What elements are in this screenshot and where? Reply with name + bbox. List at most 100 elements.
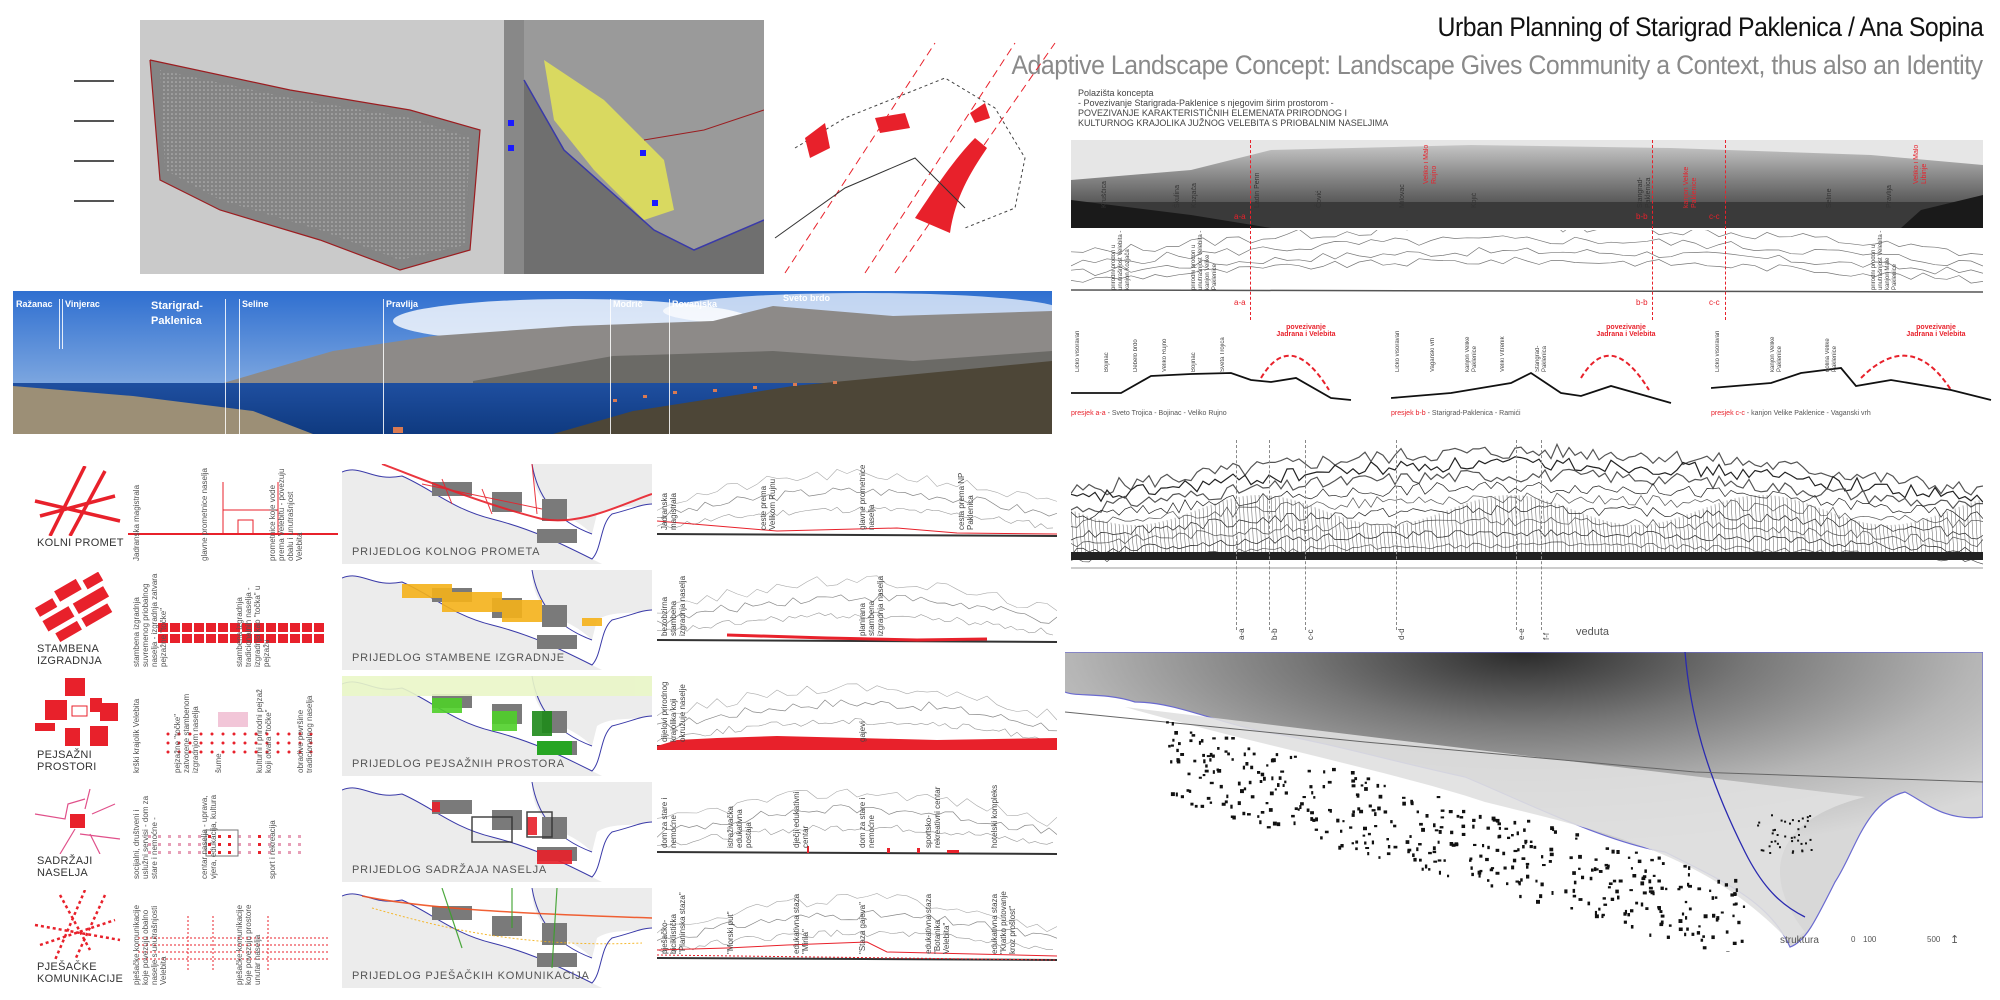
proposal-map-caption: PRIJEDLOG PEJSAŽNIH PROSTORA: [352, 758, 565, 770]
bw-panorama-label: Seline: [1826, 188, 1833, 208]
panorama-marker: [239, 299, 240, 434]
section-line: [1725, 140, 1726, 320]
diagram-note: kulturni i prirodni pejzaž koji otvara "…: [255, 688, 273, 773]
diagram-note: pješačke komunikacije koje povezuju pros…: [235, 904, 262, 986]
theme-sketch: [657, 468, 1057, 537]
profile-peak-label: Vaganski vrh: [1430, 337, 1436, 372]
panorama-label: Vinjerac: [65, 299, 100, 309]
profile-peak-label: kanjon Velike Paklenice: [1465, 336, 1478, 372]
panorama-label: Sveto brdo: [783, 293, 831, 303]
satellite-map-municipality: [70, 20, 504, 274]
theme-row: SADRŽAJI NASELJA socijalni, društveni i …: [0, 780, 1060, 884]
scale-100: 100: [1863, 935, 1877, 944]
mountain-line-sketch: prirodni prodori u unutrašnjost Velebita…: [1071, 230, 1983, 293]
profile-note: povezivanje Jadrana i Velebita: [1906, 324, 1966, 338]
panorama-marker: [383, 299, 384, 434]
profile-peak-label: Ličko visoravan: [1395, 330, 1401, 372]
profile-note: povezivanje Jadrana i Velebita: [1596, 324, 1656, 338]
sketch-note: gajevi: [858, 721, 867, 742]
sketch-note: istraživačka edukativna postaja: [726, 806, 753, 848]
proposal-map-caption: PRIJEDLOG STAMBENE IZGRADNJE: [352, 652, 565, 664]
velebit-veduta-drawing: [1071, 440, 1983, 605]
section-marker: c-c: [1709, 212, 1720, 221]
concept-intro: Polazišta koncepta - Povezivanje Starigr…: [1078, 88, 1388, 128]
bw-panorama-label: Kozjača: [1191, 183, 1198, 208]
terrain-profiles: povezivanje Jadrana i Velebita Ličko vis…: [1071, 318, 1992, 423]
bw-panorama-label: Veliko i Malo Rujno: [1423, 144, 1438, 184]
section-marker: b-b: [1636, 298, 1648, 307]
panorama-marker: [59, 299, 60, 349]
veduta-line: [1269, 440, 1270, 630]
proposal-map: PRIJEDLOG KOLNOG PROMETA: [342, 464, 652, 564]
sketch-note: edukativna staza "Mirila": [792, 893, 810, 954]
poster-subtitle: Adaptive Landscape Concept: Landscape Gi…: [1011, 50, 1984, 80]
theme-row: PJEŠAČKE KOMUNIKACIJE pješačke komunikac…: [0, 886, 1060, 990]
bw-panorama-label: Starigrad-Paklenica: [1637, 177, 1652, 208]
profile-caption: - Starigrad-Paklenica - Ramići: [1425, 410, 1521, 417]
theme-sketch: [657, 788, 1057, 855]
sketch-note: dom za stare i nemoćne: [858, 797, 876, 848]
north-arrow-icon: ↥: [1950, 934, 1960, 946]
sketch-note: edukativna staza "Botanika Velebita": [924, 893, 951, 954]
theme-label: KOLNI PROMET: [37, 537, 124, 549]
theme-diagram: [128, 482, 338, 535]
intro-line: KULTURNOG KRAJOLIKA JUŽNOG VELEBITA S PR…: [1078, 118, 1389, 128]
panorama-label: Seline: [242, 299, 269, 309]
veduta-marker: c-c: [1306, 629, 1315, 640]
profile-peak-label: Starigrad-Paklenica: [1535, 345, 1548, 372]
diagram-note: stambena izgradnja suvremenog priobalnog…: [132, 573, 168, 667]
diagram-note: Jadranska magistrala: [132, 484, 141, 561]
veduta-marker: f-f: [1542, 632, 1551, 640]
diagram-note: socijalni, društveni i uslužni servisi -…: [132, 795, 159, 879]
sketch-canyon-note: prirodni prodori u unutrašnjost Velebita…: [1111, 230, 1131, 290]
theme-label: STAMBENA IZGRADNJA: [37, 643, 103, 667]
veduta-marker: a-a: [1237, 628, 1246, 640]
section-marker: a-a: [1234, 298, 1246, 307]
veduta-label: veduta: [1576, 626, 1610, 638]
diagram-note: glavne prometnice naselja: [200, 468, 209, 561]
profile-peak-label: Veliko Rujno: [1162, 338, 1168, 372]
proposal-map: PRIJEDLOG SADRŽAJA NASELJA: [342, 782, 652, 882]
struktura-map: struktura 0 100 500 ↥: [1065, 652, 1983, 952]
panorama-label-starigrad: Starigrad-Paklenica: [151, 300, 203, 327]
panorama-marker: [225, 299, 226, 434]
terrain-profile: povezivanje Jadrana i Velebita Ličko vis…: [1711, 318, 2000, 423]
bw-panorama-label: Veliko i Malo Libinje: [1913, 144, 1928, 184]
profile-peak-label: Veliki Vitrenik: [1500, 336, 1506, 372]
theme-rows: KOLNI PROMET Jadranska magistrala glavne …: [0, 462, 1060, 1000]
panorama-marker: [669, 299, 670, 434]
theme-icon: [34, 466, 121, 536]
satellite-map-settlement: [504, 20, 764, 274]
concept-sketch-map: [765, 38, 1059, 278]
terrain-profile: povezivanje Jadrana i Velebita Ličko vis…: [1071, 318, 1371, 423]
scale-500: 500: [1927, 935, 1941, 944]
section-marker: b-b: [1636, 212, 1648, 221]
proposal-map-caption: PRIJEDLOG PJEŠAČKIH KOMUNIKACIJA: [352, 970, 590, 982]
theme-label: PEJSAŽNI PROSTORI: [37, 749, 97, 773]
theme-row: PEJSAŽNI PROSTORI krški krajolik Velebit…: [0, 674, 1060, 778]
theme-icon: [34, 572, 113, 642]
sketch-note: glavne prometnice naselja: [858, 464, 876, 530]
intro-line: POVEZIVANJE KARAKTERISTIČNIH ELEMENATA P…: [1078, 108, 1348, 118]
bw-panorama-label: Ladin Perin: [1254, 172, 1261, 208]
profile-section-name: presjek b-b: [1391, 410, 1426, 417]
proposal-map-caption: PRIJEDLOG SADRŽAJA NASELJA: [352, 864, 548, 876]
theme-label: SADRŽAJI NASELJA: [37, 855, 93, 879]
proposal-map: PRIJEDLOG STAMBENE IZGRADNJE: [342, 570, 652, 670]
theme-row: STAMBENA IZGRADNJA stambena izgradnja su…: [0, 568, 1060, 672]
section-marker: c-c: [1709, 298, 1720, 307]
veduta-marker: d-d: [1397, 628, 1406, 640]
section-line: [1250, 140, 1251, 320]
diagram-note: stambena izgradnja tradicionalnih naselj…: [235, 585, 271, 667]
profile-peak-label: Debelo brdo: [1133, 339, 1139, 372]
veduta-line: [1236, 440, 1237, 630]
panorama-label: Ražanac: [16, 299, 53, 309]
theme-diagram: [158, 623, 324, 643]
profile-caption: - kanjon Velike Paklenice - Vaganski vrh: [1744, 410, 1871, 417]
veduta-line: [1396, 440, 1397, 630]
terrain-profile: povezivanje Jadrana i Velebita Ličko vis…: [1391, 318, 1691, 423]
profile-peak-label: kanjon Velike Paklenice: [1770, 336, 1783, 372]
diagram-note: pješačke komunikacije koje povezuju obal…: [132, 904, 168, 985]
panorama-label: Rovanjska: [672, 299, 718, 309]
